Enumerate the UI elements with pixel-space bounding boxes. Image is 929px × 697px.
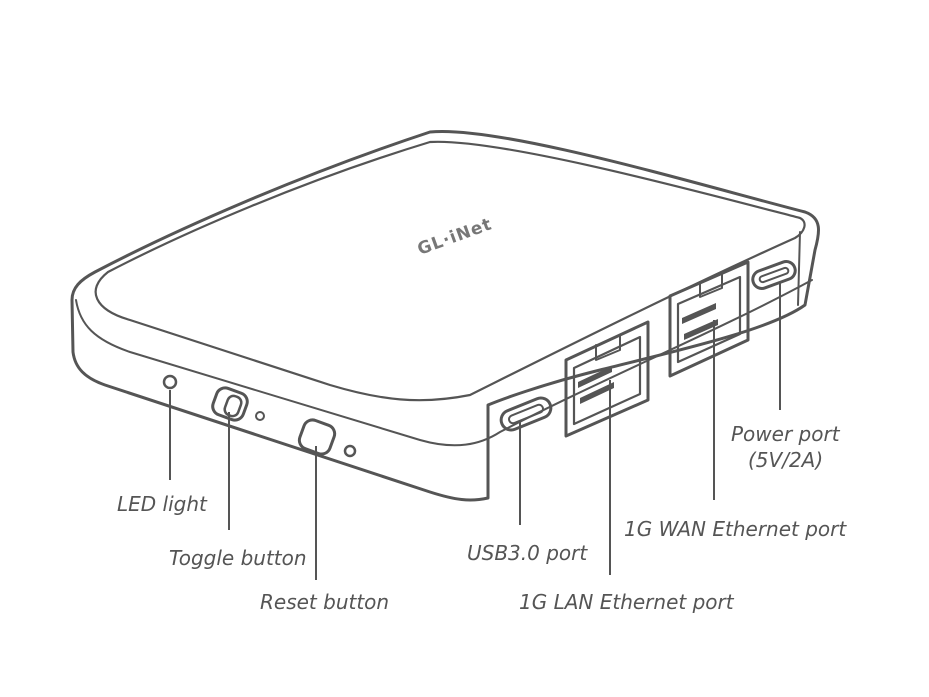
usb-port-icon (499, 396, 553, 432)
callout-labels: LED light Toggle button Reset button USB… (117, 422, 847, 614)
label-usb-port: USB3.0 port (467, 541, 588, 565)
label-power-spec: (5V/2A) (748, 448, 823, 472)
wan-port-clip (699, 272, 723, 298)
power-port-icon (751, 260, 797, 290)
toggle-knob (223, 394, 243, 418)
lan-port-clip (595, 335, 621, 361)
led-light-icon (162, 374, 178, 390)
reset-button-icon (297, 418, 337, 456)
reset-pinhole-icon (343, 444, 357, 458)
label-reset-button: Reset button (260, 590, 389, 614)
router-top-face (94, 140, 806, 402)
router-rim (75, 279, 813, 447)
label-wan-port: 1G WAN Ethernet port (624, 517, 847, 541)
router-right-edge (797, 231, 801, 306)
label-toggle-button: Toggle button (169, 546, 307, 570)
power-port-inner (758, 266, 790, 284)
label-led-light: LED light (117, 492, 208, 516)
toggle-indicator-dot (255, 411, 265, 421)
usb-port-inner (508, 403, 544, 425)
leader-lines (169, 282, 781, 580)
router-body-outline (70, 129, 821, 502)
brand-logo-text: GL·iNet (415, 214, 495, 259)
label-power-port: Power port (731, 422, 841, 446)
toggle-switch-icon (211, 386, 249, 422)
lan-port-contacts (578, 366, 614, 404)
wan-port-inner (676, 275, 742, 364)
router-illustration: GL·iNet (70, 129, 821, 502)
label-lan-port: 1G LAN Ethernet port (519, 590, 735, 614)
lan-port-inner (572, 335, 642, 426)
wan-port-contacts (682, 303, 718, 340)
lan-port-frame (564, 320, 650, 438)
